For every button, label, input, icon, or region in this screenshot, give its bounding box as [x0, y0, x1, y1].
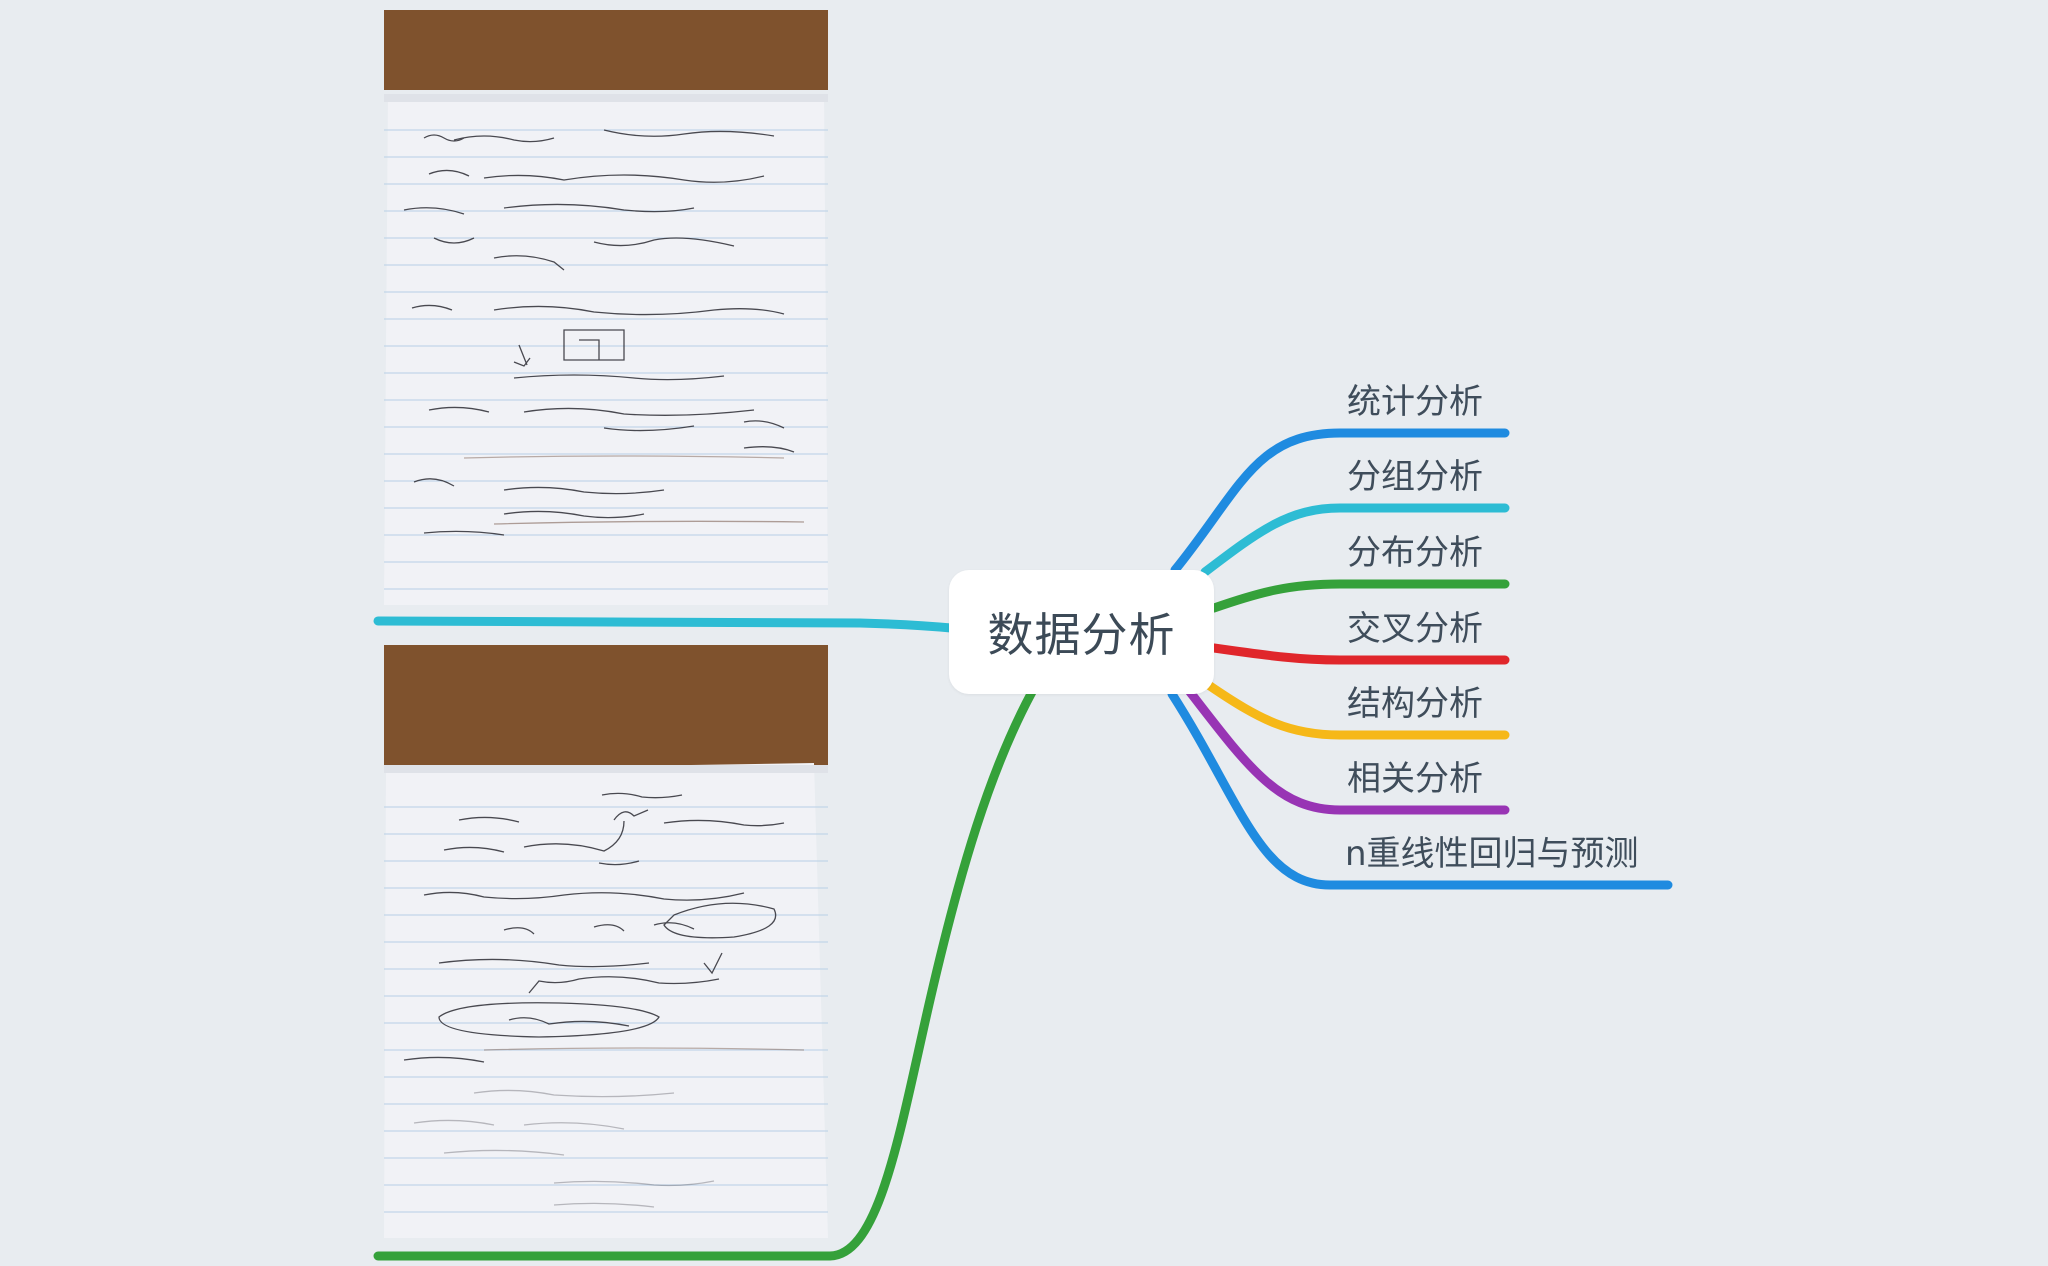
connector-fenzu	[1200, 503, 1510, 577]
connector-top-photo	[373, 616, 956, 633]
central-topic-node[interactable]: 数据分析	[949, 570, 1214, 694]
branch-label-text: 结构分析	[1347, 684, 1483, 724]
branch-huigui[interactable]: n重线性回归与预测	[1345, 834, 1639, 874]
branch-label-text: 分布分析	[1347, 533, 1483, 573]
branch-label-text: 统计分析	[1347, 382, 1483, 422]
branch-xiangguan[interactable]: 相关分析	[1347, 759, 1483, 799]
branch-fenzu[interactable]: 分组分析	[1347, 457, 1483, 497]
notebook-photo-top[interactable]	[384, 10, 828, 605]
branch-label-text: 分组分析	[1347, 457, 1483, 497]
branch-fenbu[interactable]: 分布分析	[1347, 533, 1483, 573]
branch-tongji[interactable]: 统计分析	[1347, 382, 1483, 422]
branch-label-text: 相关分析	[1347, 759, 1483, 799]
connector-fenbu	[1209, 579, 1510, 613]
connector-xiangguan	[1185, 687, 1510, 815]
notebook-photo-bottom[interactable]	[384, 645, 828, 1238]
connector-jiegou	[1205, 681, 1510, 740]
notebook-photo-bottom-image	[384, 645, 828, 1238]
branch-label-text: 交叉分析	[1347, 609, 1483, 649]
branch-label-text: n重线性回归与预测	[1345, 834, 1639, 874]
branch-jiaocha[interactable]: 交叉分析	[1347, 609, 1483, 649]
connector-tongji	[1170, 428, 1510, 575]
connector-jiaocha	[1209, 643, 1510, 665]
central-topic-label: 数据分析	[987, 608, 1176, 662]
connector-bottom-photo	[373, 687, 1037, 1261]
connector-huigui	[1167, 689, 1673, 890]
notebook-photo-top-image	[384, 10, 828, 605]
branch-jiegou[interactable]: 结构分析	[1347, 684, 1483, 724]
